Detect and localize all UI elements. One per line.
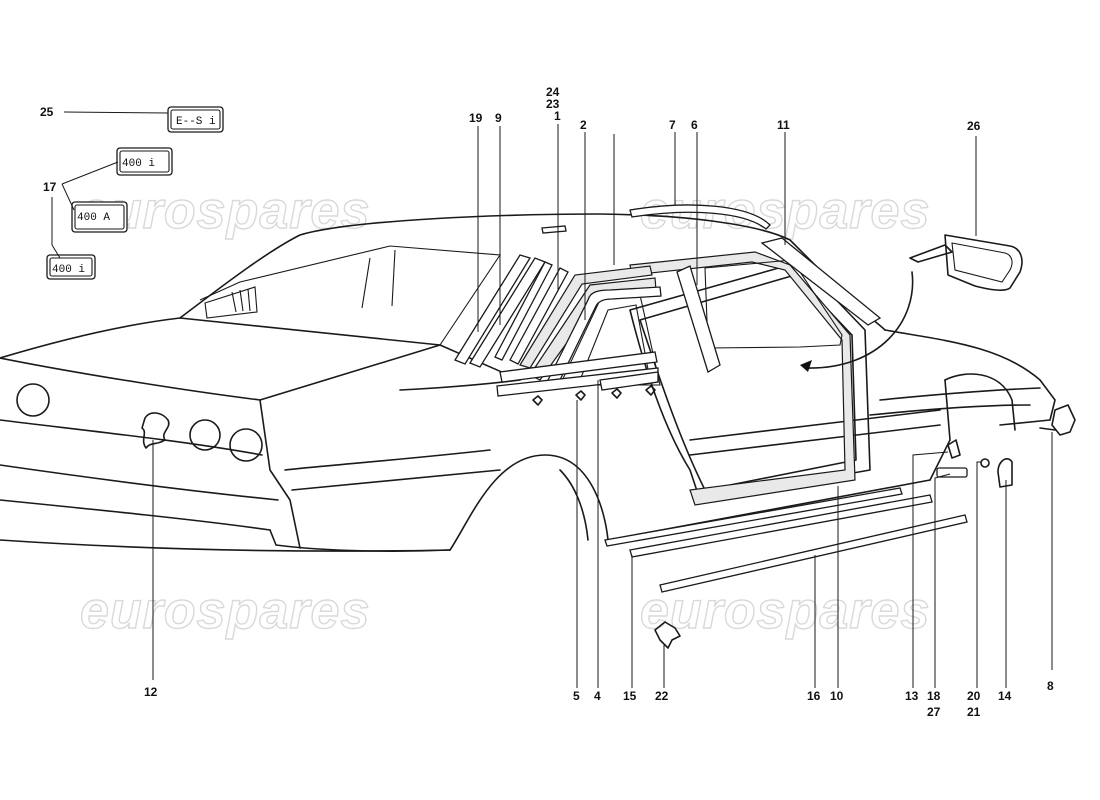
watermark-bottom-left: eurospares: [80, 582, 370, 640]
callout-4: 4: [594, 689, 601, 703]
callout-14: 14: [998, 689, 1012, 703]
car-body: [0, 213, 1056, 552]
callout-8: 8: [1047, 679, 1054, 693]
callout-27: 27: [927, 705, 941, 719]
emblem: [141, 412, 170, 449]
callout-7: 7: [669, 118, 676, 132]
callout-19: 19: [469, 111, 483, 125]
badge-17c: [46, 254, 96, 280]
callout-6: 6: [691, 118, 698, 132]
watermarks: eurospares eurospares eurospares eurospa…: [79, 181, 930, 640]
callout-labels: 25 17 19 9 24 23 1 2 7 6 11 26 12 5 4 15…: [40, 85, 1054, 719]
callout-20: 20: [967, 689, 981, 703]
badge-17b: [71, 201, 128, 233]
callout-22: 22: [655, 689, 669, 703]
parts: E--S i 400 i 400 A 400 i: [46, 106, 1076, 649]
callout-12: 12: [144, 685, 158, 699]
callout-21: 21: [967, 705, 981, 719]
hinge-8: [1051, 404, 1076, 436]
callout-24: 24: [546, 85, 560, 99]
svg-text:400 i: 400 i: [52, 264, 85, 276]
callout-17: 17: [43, 180, 57, 194]
callout-26: 26: [967, 119, 981, 133]
callout-16: 16: [807, 689, 821, 703]
callout-13: 13: [905, 689, 919, 703]
callout-10: 10: [830, 689, 844, 703]
svg-text:400 A: 400 A: [77, 212, 110, 224]
badge-25: [167, 106, 224, 133]
callout-5: 5: [573, 689, 580, 703]
badge-17a: [116, 147, 173, 176]
callout-18: 18: [927, 689, 941, 703]
clip-22: [654, 621, 681, 649]
leader-lines: [51, 111, 1053, 688]
svg-text:E--S i: E--S i: [176, 116, 216, 128]
callout-25: 25: [40, 105, 54, 119]
callout-2: 2: [580, 118, 587, 132]
svg-text:400 i: 400 i: [122, 158, 155, 170]
callout-11: 11: [777, 118, 790, 132]
callout-9: 9: [495, 111, 502, 125]
callout-15: 15: [623, 689, 637, 703]
mirror-26: [800, 234, 1023, 372]
callout-1: 1: [554, 109, 561, 123]
callout-23: 23: [546, 97, 560, 111]
watermark-bottom-right: eurospares: [640, 582, 930, 640]
